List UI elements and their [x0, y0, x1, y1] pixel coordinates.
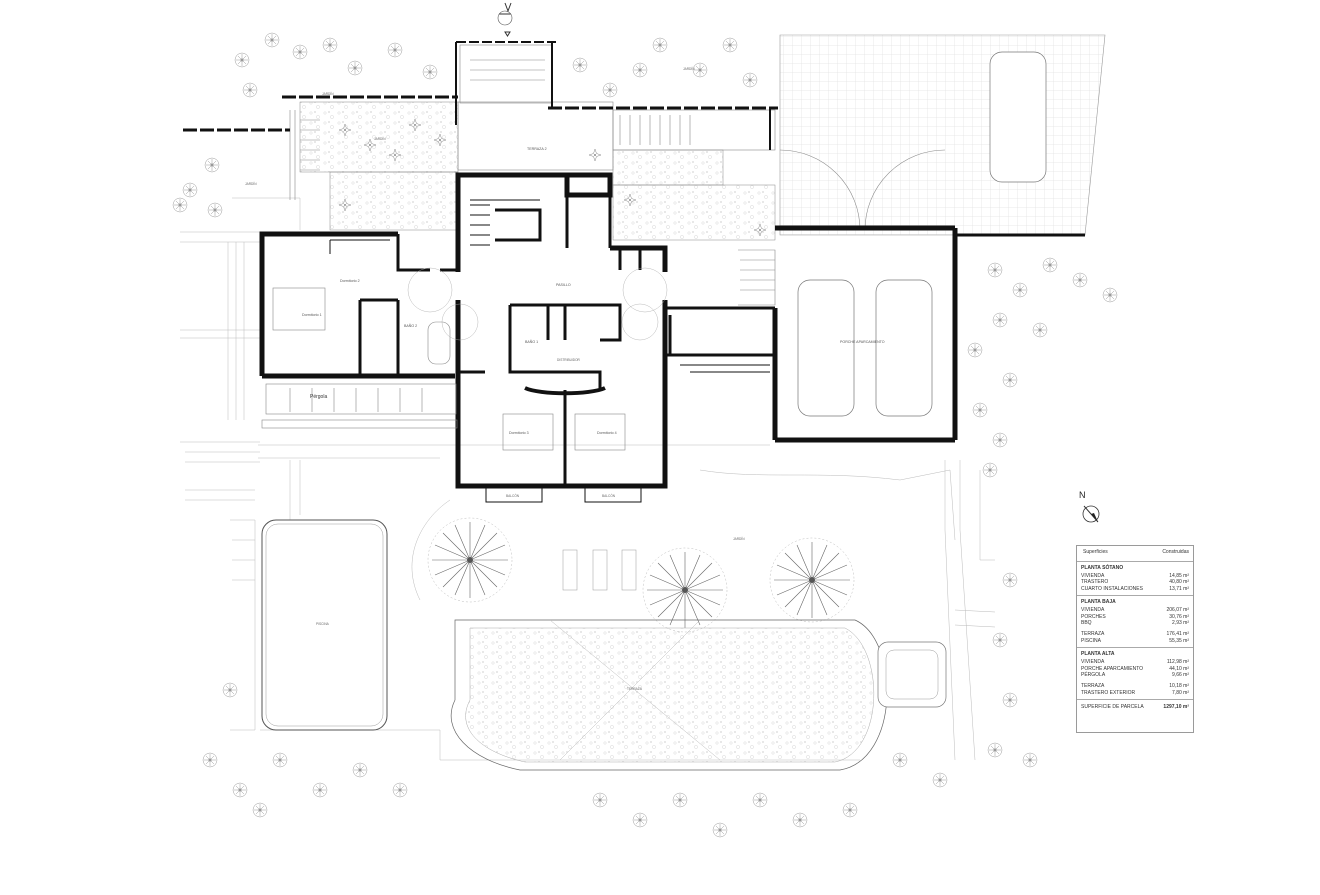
- north-label: N: [1079, 490, 1086, 500]
- pool-area: [261, 519, 947, 771]
- row-label: PORCHE APARCAMIENTO: [1081, 665, 1144, 672]
- row-value: 44,10 m²: [1169, 665, 1189, 672]
- surfaces-header-right: Construidas: [1162, 549, 1189, 555]
- room-label-balcon2: BALCÓN: [602, 493, 616, 498]
- section-planta-baja: PLANTA BAJA VIVIENDA 206,07 m² PORCHES 30,…: [1077, 596, 1193, 649]
- room-label-porche: PORCHE APARCAMIENTO: [840, 340, 885, 344]
- surfaces-table: Superficies Construidas PLANTA SÓTANO VI…: [1076, 545, 1194, 733]
- room-label-jardin1: JARDÍN: [322, 92, 334, 96]
- room-label-bano1: BAÑO 1: [525, 339, 538, 344]
- surfaces-header: Superficies Construidas: [1077, 546, 1193, 562]
- room-label-jardines: JARDÍN: [733, 537, 745, 541]
- table-row: PÉRGOLA 9,66 m²: [1081, 672, 1189, 678]
- room-label-terraza2: TERRAZA 2: [527, 147, 547, 151]
- row-label: PISCINA: [1081, 637, 1102, 644]
- row-value: 176,41 m²: [1166, 631, 1189, 638]
- room-label-dormitorio4: Dormitorio 4: [597, 431, 617, 435]
- section-title: PLANTA ALTA: [1081, 651, 1115, 658]
- parcel-total-label: SUPERFICIE DE PARCELA: [1081, 704, 1144, 711]
- row-value: 9,66 m²: [1172, 672, 1189, 679]
- table-row: PISCINA 55,35 m²: [1081, 638, 1189, 644]
- row-label: VIVIENDA: [1081, 573, 1105, 579]
- section-planta-sotano: PLANTA SÓTANO VIVIENDA 14,85 m² TRASTERO 4…: [1077, 562, 1193, 597]
- table-row: VIVIENDA 206,07 m²: [1081, 607, 1189, 613]
- house-walls: [183, 41, 1085, 503]
- room-label-jardin3: JARDÍN: [245, 182, 257, 186]
- room-label-terraza: TERRAZA: [627, 687, 643, 691]
- section-planta-alta: PLANTA ALTA VIVIENDA 112,98 m² PORCHE APA…: [1077, 648, 1193, 701]
- room-label-pasillo: PASILLO: [556, 283, 571, 287]
- table-row: TRASTERO EXTERIOR 7,80 m²: [1081, 690, 1189, 696]
- room-label-bano2: BAÑO 2: [404, 323, 417, 328]
- table-row: TRASTERO 40,80 m²: [1081, 579, 1189, 585]
- row-label: TRASTERO EXTERIOR: [1081, 689, 1136, 696]
- row-label: TERRAZA: [1081, 683, 1105, 690]
- row-label: BBQ: [1081, 620, 1092, 627]
- row-value: 55,35 m²: [1169, 637, 1189, 644]
- table-row: TERRAZA 10,18 m²: [1081, 683, 1189, 689]
- row-value: 2,93 m²: [1172, 620, 1189, 627]
- room-label-piscina: PISCINA: [316, 622, 330, 626]
- surfaces-header-left: Superficies: [1083, 549, 1108, 555]
- section-title: PLANTA SÓTANO: [1081, 565, 1124, 571]
- table-row: VIVIENDA 14,85 m²: [1081, 573, 1189, 579]
- furniture: [272, 2, 668, 451]
- room-label-distribuidor: DISTRIBUIDOR: [557, 358, 581, 362]
- terraces: [289, 44, 776, 306]
- room-label-dormitorio3: Dormitorio 3: [509, 431, 529, 435]
- section-title: PLANTA BAJA: [1081, 599, 1116, 606]
- row-value: 40,80 m²: [1169, 579, 1189, 586]
- table-row: PORCHE APARCAMIENTO 44,10 m²: [1081, 666, 1189, 672]
- row-label: PÉRGOLA: [1081, 672, 1106, 679]
- row-value: 112,98 m²: [1166, 659, 1189, 666]
- row-value: 10,18 m²: [1169, 683, 1189, 690]
- row-value: 14,85 m²: [1169, 573, 1189, 579]
- north-arrow: N: [1074, 490, 1110, 526]
- room-labels: TERRAZA 2 JARDÍN JARDÍN JARDÍN JARDÍN PA…: [245, 67, 885, 691]
- table-row: BBQ 2,93 m²: [1081, 620, 1189, 626]
- row-value: 7,80 m²: [1172, 689, 1189, 696]
- row-value: 206,07 m²: [1166, 607, 1189, 614]
- room-label-dormitorio2: Dormitorio 2: [340, 279, 360, 283]
- row-label: VIVIENDA: [1081, 607, 1105, 614]
- room-label-jardin4: JARDÍN: [374, 137, 386, 141]
- row-label: PORCHES: [1081, 613, 1106, 620]
- row-label: TRASTERO: [1081, 579, 1109, 586]
- row-label: VIVIENDA: [1081, 659, 1105, 666]
- compass-icon: [1082, 505, 1100, 523]
- driveway: [779, 34, 1106, 236]
- table-row: VIVIENDA 112,98 m²: [1081, 659, 1189, 665]
- table-row: TERRAZA 176,41 m²: [1081, 631, 1189, 637]
- room-label-pergola: Pérgola: [310, 394, 327, 400]
- row-label: TERRAZA: [1081, 631, 1105, 638]
- parcel-total-row: SUPERFICIE DE PARCELA 1297,10 m²: [1077, 700, 1193, 710]
- row-value: 30,76 m²: [1169, 613, 1189, 620]
- table-row: CUARTO INSTALACIONES 13,71 m²: [1081, 586, 1189, 592]
- room-label-dormitorio1: Dormitorio 1: [302, 313, 322, 317]
- row-value: 13,71 m²: [1169, 585, 1189, 592]
- parcel-total-value: 1297,10 m²: [1163, 704, 1189, 711]
- table-row: PORCHES 30,76 m²: [1081, 614, 1189, 620]
- room-label-jardin2: JARDÍN: [683, 67, 695, 71]
- room-label-balcon1: BALCÓN: [506, 493, 520, 498]
- row-label: CUARTO INSTALACIONES: [1081, 585, 1143, 592]
